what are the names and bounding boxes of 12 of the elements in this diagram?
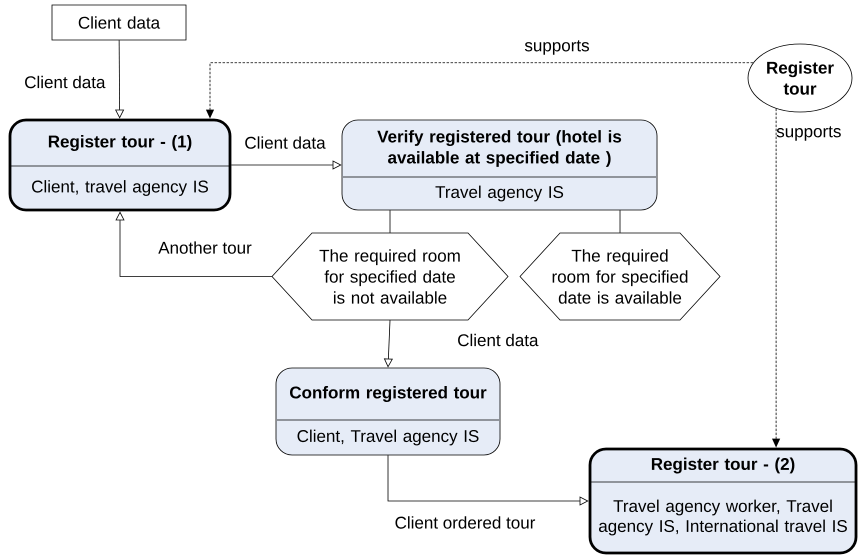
edge-label: Client data [245,136,326,149]
edge-label: supports [524,40,589,55]
edge-label: Another tour [158,241,252,254]
edge-label: Client data [25,76,106,88]
edge-label: supports [776,126,841,141]
data-box: Client data [52,4,186,40]
process-box: Register tour - (1) Client, travel agency IS [8,118,232,212]
process-box: Conform registered tour Client, Travel agency IS [276,368,500,456]
edge-label: Client data [458,334,538,346]
edge-label: Client ordered tour [395,516,536,529]
process-box: Verify registered tour (hotel is available at specified date ) Travel agency IS [342,120,658,210]
process-box: Register tour - (2) Travel agency worker, Travel agency IS, International travel IS [588,448,858,554]
